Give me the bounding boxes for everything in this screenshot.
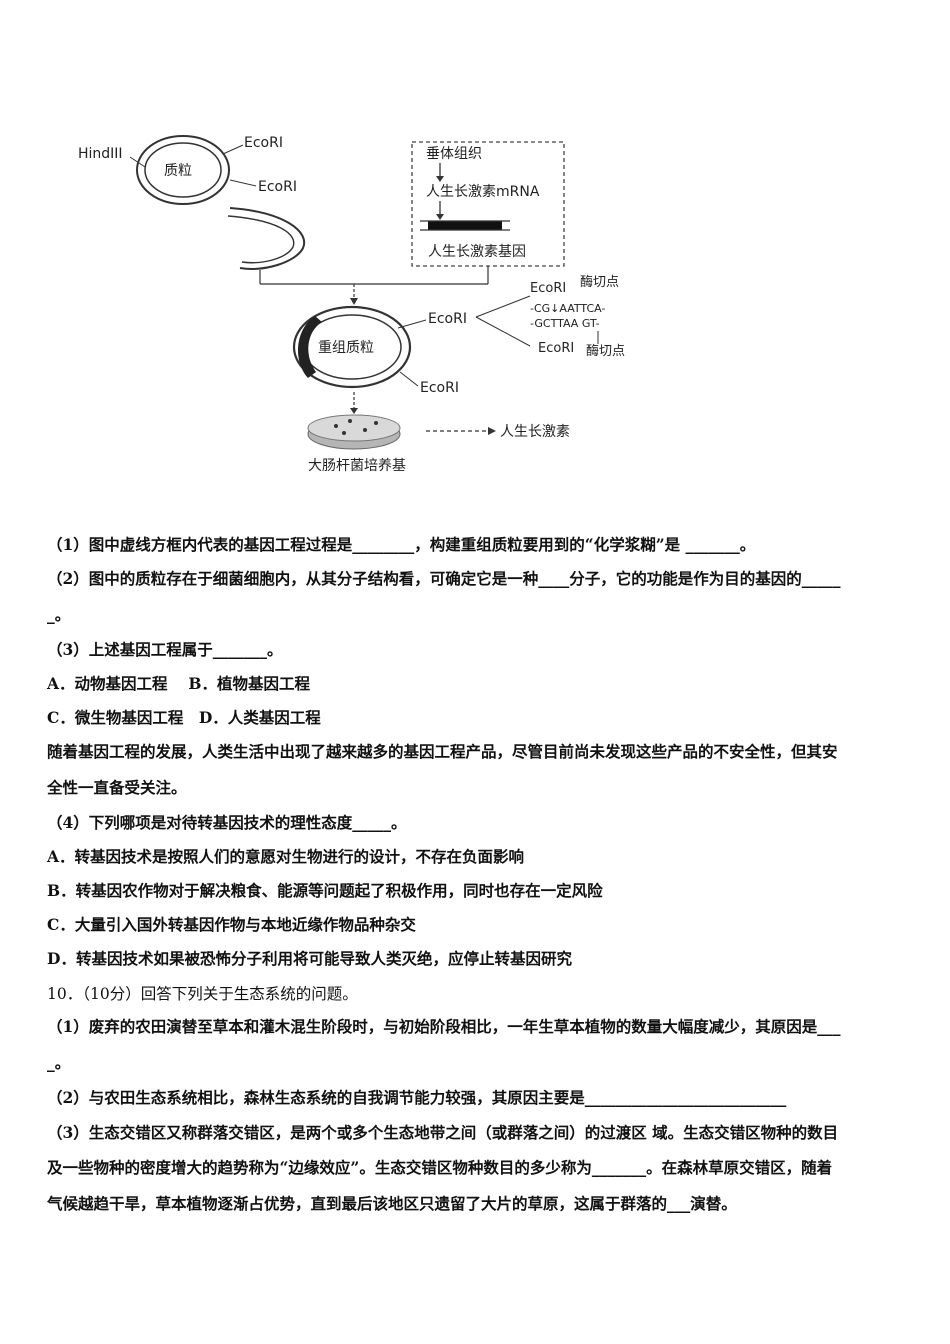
site-bracket-lower xyxy=(475,316,531,347)
hgh-gene-label: 人生长激素基因 xyxy=(428,243,526,260)
ecori-label-4: EcoRI xyxy=(420,380,459,396)
bacterial-colony xyxy=(334,424,338,428)
opened-plasmid-arc xyxy=(229,207,306,270)
ecori-pointer-4 xyxy=(399,371,419,387)
question-1-text: （1）图中虚线方框内代表的基因工程过程是________，构建重组质粒要用到的“… xyxy=(47,535,756,554)
site-bracket-upper xyxy=(475,295,531,318)
arrow-head-4 xyxy=(350,408,358,414)
option-line-cd: C．微生物基因工程 D．人类基因工程 xyxy=(47,708,321,727)
q10-part-1-text: （1）废弃的农田演替至草本和灌木混生阶段时，与初始阶段相比，一年生草本植物的数量… xyxy=(47,1017,841,1036)
plasmid-outer-ring xyxy=(136,135,230,205)
ecori-label-3: EcoRI xyxy=(428,311,467,327)
q10-part-2-text: （2）与农田生态系统相比，森林生态系统的自我调节能力较强，其原因主要是_____… xyxy=(47,1088,787,1107)
site-bottom-label: 酶切点 xyxy=(586,343,625,359)
context-paragraph-line-1: 随着基因工程的发展，人类生活中出现了越来越多的基因工程产品，尽管目前尚未发现这些… xyxy=(47,742,838,761)
q10-part-1-continuation: _。 xyxy=(47,1053,71,1072)
ecori-pointer-1 xyxy=(222,144,244,155)
hindiii-pointer xyxy=(129,156,146,168)
culture-label: 大肠杆菌培养基 xyxy=(308,457,406,474)
ecori-pointer-2 xyxy=(229,179,257,187)
question-10-heading: 10．（10分）回答下列关于生态系统的问题。 xyxy=(47,985,358,1003)
bacterial-colony xyxy=(363,428,367,432)
question-2-continuation: _。 xyxy=(47,605,71,624)
arrow-head-2 xyxy=(436,214,444,220)
opened-plasmid-arc-inner xyxy=(227,215,295,264)
ecori-label-2: EcoRI xyxy=(258,179,297,195)
site-top-enzyme: EcoRI xyxy=(530,281,566,296)
ecori-pointer-3 xyxy=(397,319,427,329)
hgh-mrna-label: 人生长激素mRNA xyxy=(426,183,540,200)
petri-dish-top xyxy=(307,414,401,442)
arrow-head-1 xyxy=(436,176,444,182)
option-a: A．转基因技术是按照人们的意愿对生物进行的设计，不存在负面影响 xyxy=(47,847,525,866)
inserted-gene-segment xyxy=(298,316,322,378)
question-2-text: （2）图中的质粒存在于细菌细胞内，从其分子结构看，可确定它是一种____分子，它… xyxy=(47,569,841,588)
plasmid-label: 质粒 xyxy=(164,163,192,179)
gene-bar xyxy=(428,221,502,230)
option-line-ab: A．动物基因工程 B．植物基因工程 xyxy=(47,674,311,693)
recombinant-label: 重组质粒 xyxy=(318,340,374,356)
sequence-top: -CG↓AATTCA- xyxy=(530,302,605,315)
hindiii-label: HindIII xyxy=(78,146,123,162)
gene-engineering-diagram: 质粒 HindIII EcoRI EcoRI 垂体组织 人生长激素mRNA 人生… xyxy=(78,135,625,474)
bacterial-colony xyxy=(348,419,352,423)
question-3-text: （3）上述基因工程属于_______。 xyxy=(47,640,283,659)
product-label: 人生长激素 xyxy=(500,423,570,440)
context-paragraph-line-2: 全性一直备受关注。 xyxy=(47,778,187,797)
site-bottom-enzyme: EcoRI xyxy=(538,341,574,356)
bacterial-colony xyxy=(342,431,346,435)
bacterial-colony xyxy=(374,421,378,425)
option-d: D．转基因技术如果被恐怖分子利用将可能导致人类灭绝，应停止转基因研究 xyxy=(47,949,572,968)
q10-part-3-line-2: 及一些物种的密度增大的趋势称为“边缘效应”。生态交错区物种数目的多少称为____… xyxy=(47,1158,833,1177)
recombinant-outer-ring xyxy=(292,305,412,389)
ecori-label-1: EcoRI xyxy=(244,135,283,151)
site-top-label: 酶切点 xyxy=(580,274,619,290)
sequence-bottom: -GCTTAA GT- xyxy=(530,317,600,330)
plasmid-inner-ring xyxy=(144,142,222,198)
pituitary-tissue-label: 垂体组织 xyxy=(426,146,482,162)
arrow-head-5 xyxy=(488,427,496,435)
q10-part-3-line-1: （3）生态交错区又称群落交错区，是两个或多个生态地带之间（或群落之间）的过渡区 … xyxy=(47,1123,839,1142)
option-b: B．转基因农作物对于解决粮食、能源等问题起了积极作用，同时也存在一定风险 xyxy=(47,881,603,900)
option-c: C．大量引入国外转基因作物与本地近缘作物品种杂交 xyxy=(47,915,416,934)
q10-part-3-line-3: 气候越趋干旱，草本植物逐渐占优势，直到最后该地区只遗留了大片的草原，这属于群落的… xyxy=(47,1194,737,1213)
arrow-head-3 xyxy=(350,298,358,305)
question-4-text: （4）下列哪项是对待转基因技术的理性态度_____。 xyxy=(47,813,407,832)
